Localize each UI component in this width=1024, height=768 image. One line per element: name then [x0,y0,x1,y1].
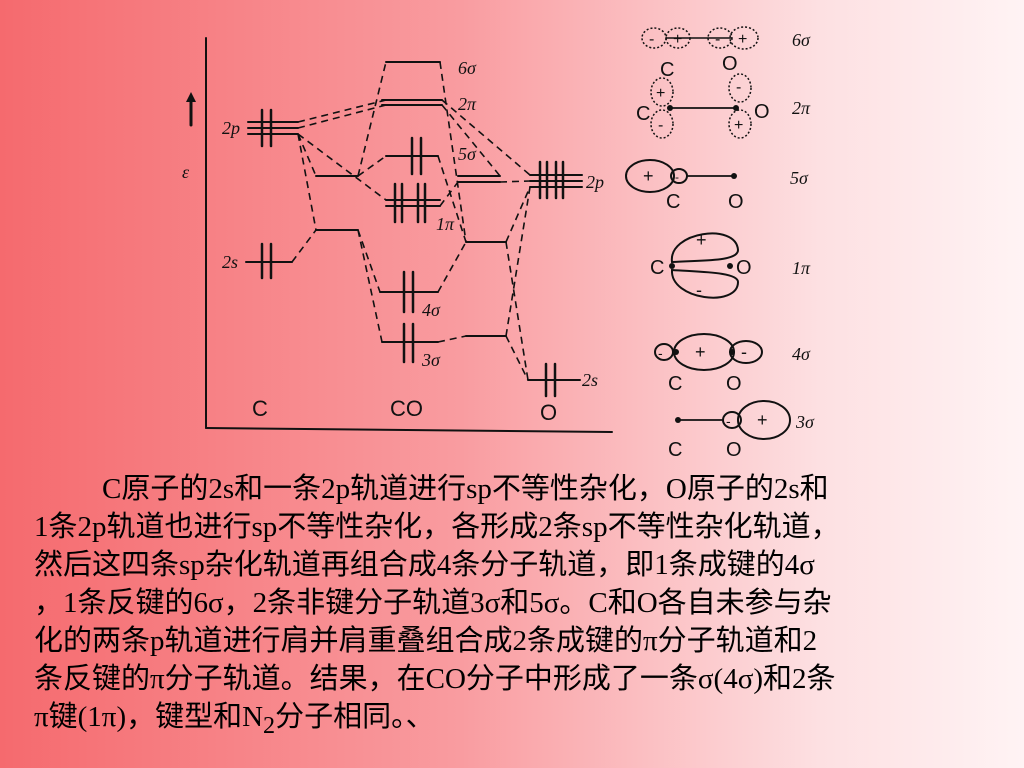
mo-1pi-label: 1π [436,214,455,234]
svg-text:+: + [656,85,665,102]
svg-text:O: O [722,53,738,75]
o-2s-level [527,362,581,398]
svg-text:-: - [696,280,702,300]
svg-text:+: + [673,31,682,48]
c-2s-level [245,242,293,280]
svg-text:+: + [695,342,706,362]
caption-line-2: 1条2p轨道也进行sp不等性杂化，各形成2条sp不等性杂化轨道， [34,511,840,543]
svg-text:+: + [643,166,654,186]
o-bottom-label: O [540,400,557,425]
caption-line-1: C原子的2s和一条2p轨道进行sp不等性杂化，O原子的2s和 [102,473,829,505]
svg-text:C: C [660,59,674,81]
caption-subscript: 2 [263,711,276,739]
orbital-3sigma: - + C O 3σ [668,400,815,460]
shape-6sigma-label: 6σ [792,30,811,50]
svg-text:O: O [736,257,752,279]
axis-label: ε [182,162,190,182]
orbital-5sigma: + - C O 5σ [625,159,809,213]
c-bottom-label: C [252,396,268,421]
mo-diagram: ε 2p 2s 2p 2s 6σ 2π 5σ 1π 4σ 3σ C CO O -… [182,26,815,460]
caption-paragraph: C原子的2s和一条2p轨道进行sp不等性杂化，O原子的2s和 1条2p轨道也进行… [34,470,994,745]
co-bottom-label: CO [390,396,423,421]
svg-text:C: C [636,103,650,125]
svg-text:-: - [649,31,654,48]
svg-text:O: O [726,373,742,395]
svg-text:+: + [696,230,707,250]
caption-line-5: 化的两条p轨道进行肩并肩重叠组合成2条成键的π分子轨道和2 [34,625,818,657]
svg-text:-: - [675,170,679,184]
svg-text:-: - [726,413,731,429]
mo-3sigma-level [381,322,439,364]
shape-4sigma-label: 4σ [792,344,811,364]
caption-line-3: 然后这四条sp杂化轨道再组合成4条分子轨道，即1条成键的4σ [34,549,815,581]
o-2s-label: 2s [582,370,598,390]
o-2p-level [529,160,583,200]
orbital-4sigma: - + - C O 4σ [654,333,811,395]
svg-text:C: C [668,373,682,395]
c-2p-level [247,108,299,148]
caption-line-7b: 分子相同。、 [275,701,435,733]
mo-5sigma-level [385,136,439,176]
shape-3sigma-label: 3σ [795,412,815,432]
mo-1pi-level [385,182,441,224]
svg-text:+: + [738,31,747,48]
shape-2pi-label: 2π [792,98,811,118]
orbital-1pi: + - C O 1π [650,230,811,300]
mo-3sigma-label: 3σ [421,350,441,370]
x-axis [205,427,613,433]
svg-text:O: O [726,439,742,460]
svg-text:-: - [736,79,741,96]
mo-4sigma-label: 4σ [422,300,441,320]
svg-text:-: - [715,31,720,48]
svg-text:O: O [754,101,770,123]
svg-text:-: - [741,342,747,362]
orbital-2pi: + - - + C O 2π [636,73,811,139]
svg-text:O: O [728,191,744,213]
svg-text:C: C [668,439,682,460]
orbital-6sigma: - + - + C O 6σ [641,26,811,81]
caption-line-7a: π键(1π)，键型和N [34,701,264,733]
c-2s-label: 2s [222,252,238,272]
c-2p-label: 2p [222,118,240,138]
caption-line-6: 条反键的π分子轨道。结果，在CO分子中形成了一条σ(4σ)和2条 [34,663,836,695]
mo-2pi-label: 2π [458,94,477,114]
svg-text:+: + [757,410,768,430]
o-2p-label: 2p [586,172,604,192]
mo-2pi-level [381,99,443,106]
caption-line-4: ，1条反键的6σ，2条非键分子轨道3σ和5σ。C和O各自未参与杂 [34,587,832,619]
svg-text:+: + [734,117,743,134]
mo-4sigma-level [379,270,439,314]
mo-6sigma-label: 6σ [458,58,477,78]
shape-5sigma-label: 5σ [790,168,809,188]
svg-text:C: C [650,257,664,279]
svg-text:C: C [666,191,680,213]
shape-1pi-label: 1π [792,258,811,278]
svg-text:-: - [658,345,663,361]
mo-5sigma-label: 5σ [458,144,477,164]
svg-text:-: - [658,117,663,134]
